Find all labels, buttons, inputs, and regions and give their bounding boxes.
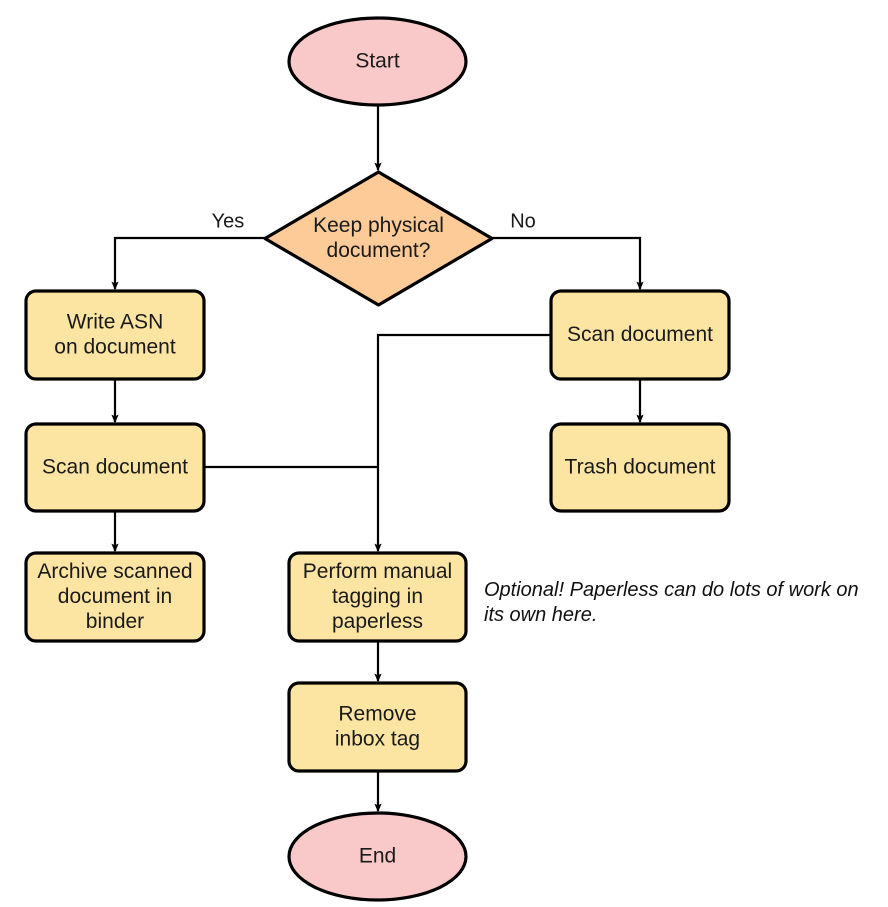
process-rect[interactable] bbox=[287, 551, 468, 643]
edge-label-no: No bbox=[510, 210, 536, 232]
node-label: Scan document bbox=[42, 455, 188, 478]
node-label-line: paperless bbox=[332, 610, 423, 633]
process-rect[interactable] bbox=[24, 422, 206, 513]
node-label-line: document? bbox=[327, 239, 431, 262]
node-label-line: End bbox=[359, 844, 396, 867]
node-label-line: Trash document bbox=[565, 455, 716, 478]
node-label-line: binder bbox=[86, 610, 144, 633]
edge-label-yes: Yes bbox=[212, 210, 245, 232]
node-label-line: Perform manual bbox=[303, 560, 452, 583]
node-scan-left[interactable]: Scan document bbox=[24, 422, 206, 513]
annotations-layer: Optional! Paperless can do lots of work … bbox=[484, 579, 859, 626]
process-rect[interactable] bbox=[549, 422, 731, 513]
node-label-line: Keep physical bbox=[313, 214, 444, 237]
node-label-line: Scan document bbox=[42, 455, 188, 478]
process-rect[interactable] bbox=[549, 289, 731, 381]
node-trash[interactable]: Trash document bbox=[549, 422, 731, 513]
terminator-ellipse[interactable] bbox=[287, 16, 468, 107]
annotation-line: Optional! Paperless can do lots of work … bbox=[484, 579, 859, 601]
edge-path bbox=[374, 333, 551, 553]
annotation-line: its own here. bbox=[484, 604, 597, 626]
annotation-optional-note: Optional! Paperless can do lots of work … bbox=[484, 579, 859, 626]
node-label-line: on document bbox=[54, 335, 176, 358]
node-label-line: document in bbox=[58, 585, 172, 608]
node-label-line: inbox tag bbox=[335, 727, 420, 750]
node-label-line: Remove bbox=[338, 702, 416, 725]
node-label: Start bbox=[355, 49, 400, 72]
terminator-ellipse[interactable] bbox=[287, 811, 468, 902]
node-label-line: Archive scanned bbox=[37, 560, 192, 583]
process-rect[interactable] bbox=[24, 289, 206, 381]
node-end[interactable]: End bbox=[287, 811, 468, 902]
node-start[interactable]: Start bbox=[287, 16, 468, 107]
edges-layer: Yes No bbox=[111, 105, 644, 813]
process-rect[interactable] bbox=[24, 551, 206, 643]
node-label-line: Write ASN bbox=[67, 310, 163, 333]
node-label: End bbox=[359, 844, 396, 867]
edge-scan-right-to-tagging bbox=[374, 333, 551, 553]
edge-path bbox=[111, 236, 265, 291]
decision-diamond[interactable] bbox=[263, 170, 494, 307]
node-label-line: Scan document bbox=[567, 323, 713, 346]
node-label-line: tagging in bbox=[332, 585, 423, 608]
edge-decision-no-to-scan-right: No bbox=[492, 210, 644, 291]
process-rect[interactable] bbox=[287, 681, 468, 773]
edge-decision-yes-to-write-asn: Yes bbox=[111, 210, 265, 291]
node-label-line: Start bbox=[355, 49, 400, 72]
edge-path bbox=[492, 236, 644, 291]
node-scan-right[interactable]: Scan document bbox=[549, 289, 731, 381]
node-label: Scan document bbox=[567, 323, 713, 346]
node-label: Trash document bbox=[565, 455, 716, 478]
